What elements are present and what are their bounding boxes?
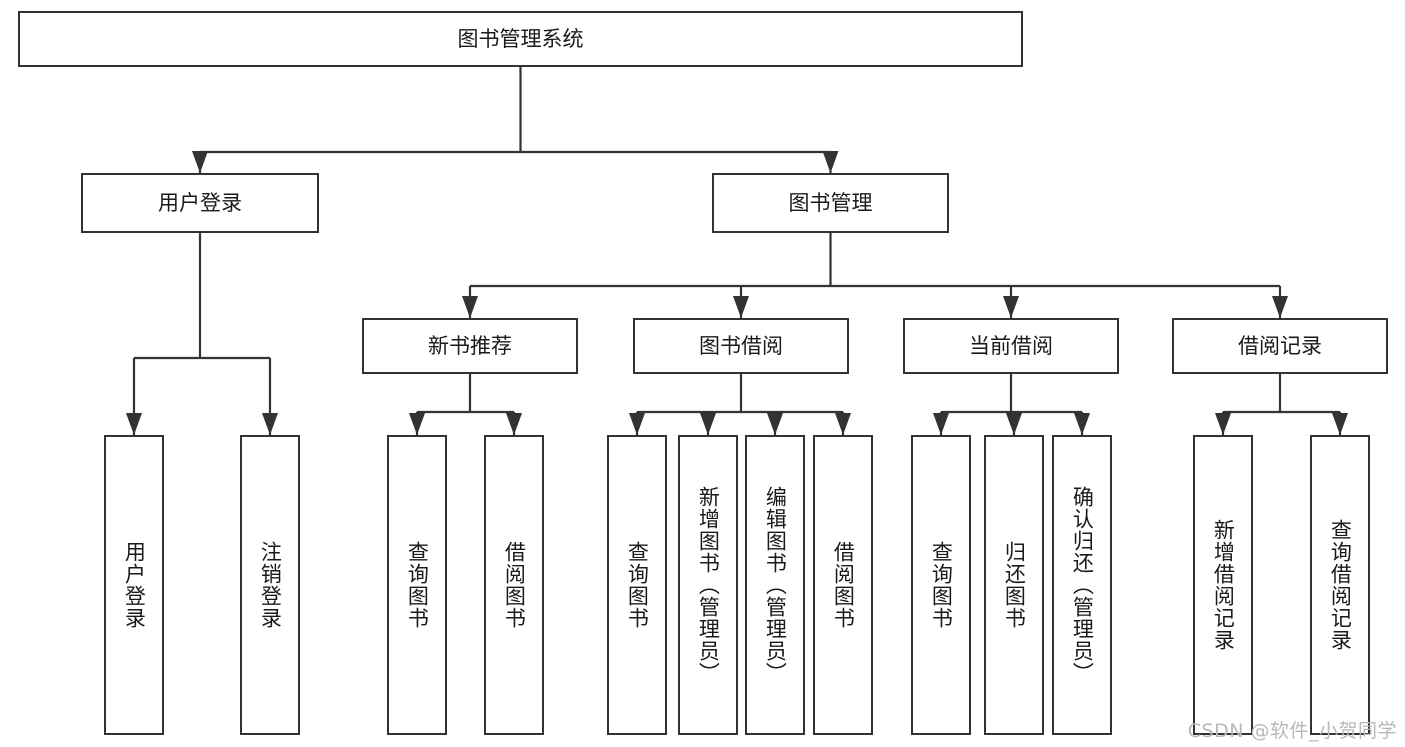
csdn-watermark: CSDN @软件_小贺同学 <box>1187 720 1397 742</box>
node-leaf-add-book[interactable]: 新增图书（管理员） <box>678 435 738 735</box>
node-root[interactable]: 图书管理系统 <box>18 11 1023 67</box>
node-label: 借阅图书 <box>831 541 856 629</box>
node-label: 图书管理 <box>788 190 873 215</box>
node-label: 图书管理系统 <box>457 26 584 51</box>
node-leaf-user-login[interactable]: 用户登录 <box>104 435 164 735</box>
node-current-borrow[interactable]: 当前借阅 <box>903 318 1119 374</box>
node-label: 确认归还（管理员） <box>1070 486 1095 684</box>
node-label: 用户登录 <box>158 190 242 215</box>
node-label: 查询借阅记录 <box>1328 519 1353 651</box>
node-book-manage[interactable]: 图书管理 <box>712 173 949 233</box>
node-leaf-query-record[interactable]: 查询借阅记录 <box>1310 435 1370 735</box>
node-label: 借阅记录 <box>1238 333 1322 358</box>
node-label: 查询图书 <box>625 541 650 629</box>
node-label: 编辑图书（管理员） <box>763 486 788 684</box>
node-new-book-recommend[interactable]: 新书推荐 <box>362 318 578 374</box>
node-label: 用户登录 <box>122 541 147 629</box>
node-label: 新增图书（管理员） <box>696 486 721 684</box>
node-label: 新增借阅记录 <box>1211 519 1236 651</box>
node-label: 新书推荐 <box>428 333 512 358</box>
node-label: 图书借阅 <box>699 333 783 358</box>
node-label: 查询图书 <box>929 541 954 629</box>
node-label: 注销登录 <box>258 541 283 629</box>
node-leaf-add-record[interactable]: 新增借阅记录 <box>1193 435 1253 735</box>
node-borrow-record[interactable]: 借阅记录 <box>1172 318 1388 374</box>
node-label: 借阅图书 <box>502 541 527 629</box>
node-leaf-edit-book[interactable]: 编辑图书（管理员） <box>745 435 805 735</box>
node-user-login[interactable]: 用户登录 <box>81 173 319 233</box>
node-leaf-borrow-book-2[interactable]: 借阅图书 <box>813 435 873 735</box>
node-book-borrow[interactable]: 图书借阅 <box>633 318 849 374</box>
node-label: 当前借阅 <box>969 333 1053 358</box>
node-leaf-logout[interactable]: 注销登录 <box>240 435 300 735</box>
node-label: 归还图书 <box>1002 541 1027 629</box>
node-label: 查询图书 <box>405 541 430 629</box>
node-leaf-confirm-return[interactable]: 确认归还（管理员） <box>1052 435 1112 735</box>
node-leaf-return-book[interactable]: 归还图书 <box>984 435 1044 735</box>
node-leaf-query-book-2[interactable]: 查询图书 <box>607 435 667 735</box>
node-leaf-borrow-book-1[interactable]: 借阅图书 <box>484 435 544 735</box>
node-leaf-query-book-3[interactable]: 查询图书 <box>911 435 971 735</box>
node-leaf-query-book-1[interactable]: 查询图书 <box>387 435 447 735</box>
